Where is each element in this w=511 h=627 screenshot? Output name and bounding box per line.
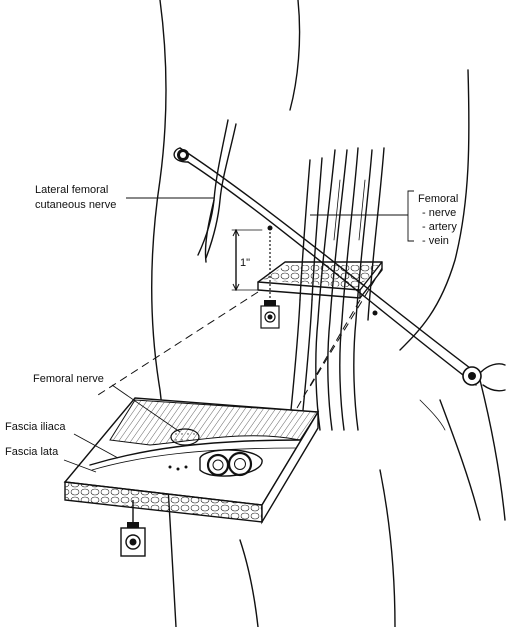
- femoral-neurovascular-bundle: [289, 147, 385, 431]
- label-lateral-femoral-line2: cutaneous nerve: [35, 199, 116, 211]
- enlarged-cross-section: [63, 397, 320, 525]
- label-femoral-group: Femoral - nerve - artery - vein: [310, 190, 458, 247]
- lateral-femoral-cutaneous-nerve: [197, 119, 237, 263]
- projection-lines: [97, 267, 383, 421]
- label-lateral-femoral-cutaneous: Lateral femoral cutaneous nerve: [35, 184, 214, 211]
- thigh-outline: [151, 0, 506, 627]
- label-femoral-artery: - artery: [422, 221, 457, 233]
- femoral-nerve-cross-section: [170, 428, 200, 446]
- needle-lower: [120, 500, 146, 557]
- label-fascia-lata: Fascia lata: [5, 446, 97, 473]
- distance-label: 1": [240, 257, 250, 269]
- inguinal-ligament: [173, 147, 506, 392]
- label-femoral-title: Femoral: [418, 193, 458, 205]
- label-lateral-femoral-line1: Lateral femoral: [35, 184, 108, 196]
- label-femoral-nerve: - nerve: [422, 207, 456, 219]
- label-femoral-nerve-inset: Femoral nerve: [33, 373, 181, 433]
- label-femoral-nerve-inset: Femoral nerve: [33, 373, 104, 385]
- label-fascia-lata: Fascia lata: [5, 446, 59, 458]
- label-femoral-vein: - vein: [422, 235, 449, 247]
- distance-bracket: 1": [231, 228, 263, 292]
- cross-section-slab-upper: [257, 261, 383, 299]
- label-fascia-iliaca: Fascia iliaca: [5, 421, 119, 459]
- label-fascia-iliaca: Fascia iliaca: [5, 421, 66, 433]
- femoral-vessels-cross-section: [199, 449, 263, 477]
- needle-upper: [260, 228, 280, 329]
